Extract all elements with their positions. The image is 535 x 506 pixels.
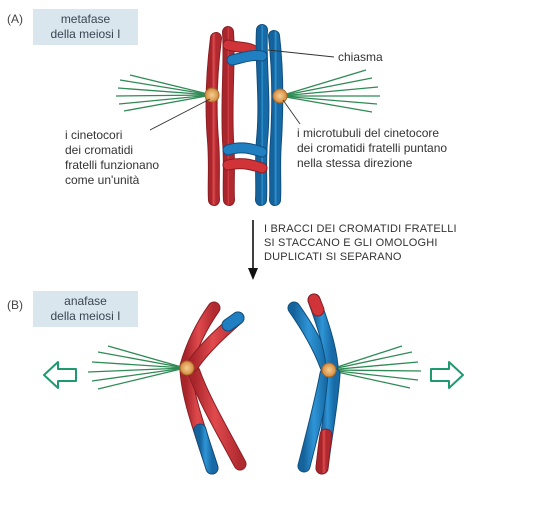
spindle-fibers-left-a bbox=[115, 74, 213, 112]
direction-arrow-right bbox=[430, 361, 464, 389]
stage-line-1: anafase bbox=[64, 294, 107, 308]
centromere-right-b bbox=[321, 362, 337, 378]
chiasma-leader bbox=[267, 49, 335, 58]
stage-box-anaphase: anafase della meiosi I bbox=[33, 291, 138, 327]
kinetochores-line-2: dei cromatidi bbox=[65, 143, 134, 157]
transition-arrow bbox=[248, 220, 258, 280]
microtubules-line-3: nella stessa direzione bbox=[297, 156, 413, 170]
kinetochores-line-4: come un'unità bbox=[65, 173, 140, 187]
centromere-left-b bbox=[179, 360, 195, 376]
direction-arrow-left bbox=[43, 361, 77, 389]
transition-line-3: DUPLICATI SI SEPARANO bbox=[264, 251, 402, 263]
microtubules-label: i microtubuli del cinetocore dei cromati… bbox=[297, 126, 447, 171]
transition-line-2: SI STACCANO E GLI OMOLOGHI bbox=[264, 237, 438, 249]
kinetochores-line-3: fratelli funzionano bbox=[65, 158, 160, 172]
microtubules-line-2: dei cromatidi fratelli puntano bbox=[297, 141, 448, 155]
blue-chromosome-b bbox=[287, 293, 341, 475]
kinetochores-label: i cinetocori dei cromatidi fratelli funz… bbox=[65, 128, 159, 188]
stage-line-1: metafase bbox=[60, 12, 111, 26]
transition-line-1: I BRACCI DEI CROMATIDI FRATELLI bbox=[264, 223, 457, 235]
stage-box-metaphase: metafase della meiosi I bbox=[33, 9, 138, 45]
spindle-fibers-right-b bbox=[327, 345, 422, 389]
microtubules-leader bbox=[282, 99, 301, 125]
kinetochores-line-1: i cinetocori bbox=[65, 128, 123, 142]
panel-a-letter: (A) bbox=[7, 12, 23, 26]
transition-text: I BRACCI DEI CROMATIDI FRATELLI SI STACC… bbox=[264, 222, 457, 264]
stage-line-2: della meiosi I bbox=[50, 27, 121, 41]
blue-homolog-a bbox=[222, 24, 284, 206]
spindle-fibers-right-a bbox=[279, 69, 380, 113]
red-chromosome-b bbox=[179, 301, 247, 475]
microtubules-line-1: i microtubuli del cinetocore bbox=[297, 126, 440, 140]
stage-line-2: della meiosi I bbox=[50, 309, 121, 323]
spindle-fibers-left-b bbox=[87, 345, 186, 390]
centromere-left-a bbox=[204, 87, 220, 103]
kinetochores-leader bbox=[149, 98, 211, 131]
red-tips-on-blue-a bbox=[222, 158, 268, 174]
centromere-right-a bbox=[272, 88, 288, 104]
chiasma-label: chiasma bbox=[338, 50, 383, 64]
panel-b-letter: (B) bbox=[7, 298, 23, 312]
